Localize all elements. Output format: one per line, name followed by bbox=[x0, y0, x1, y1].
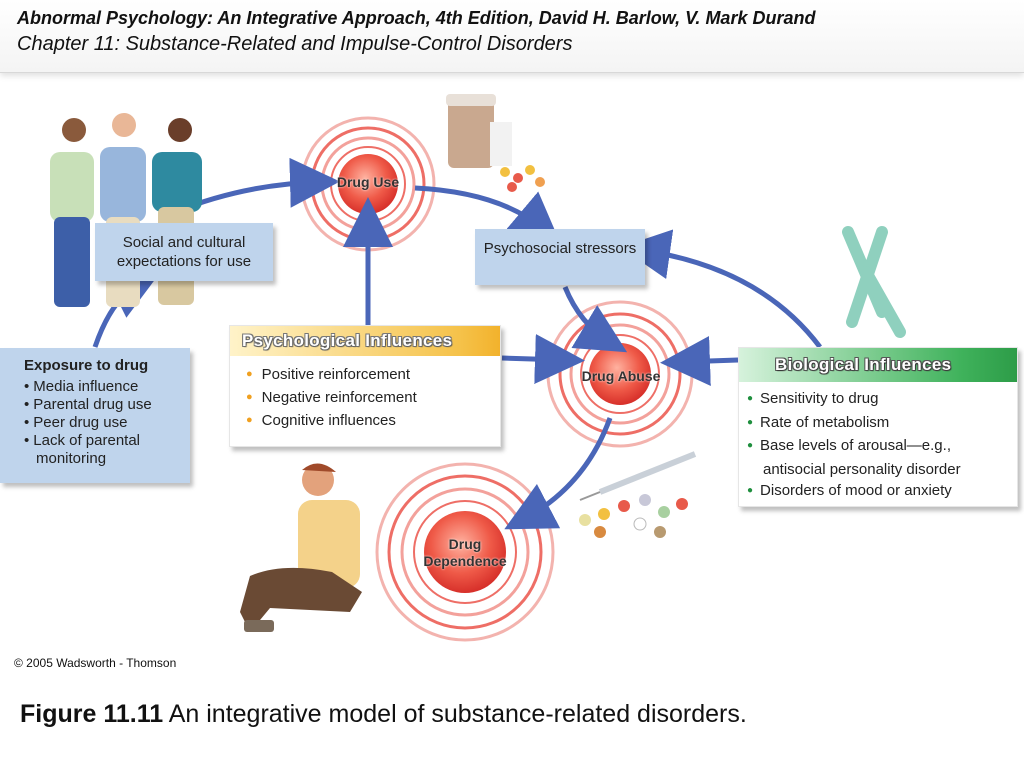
list-item: Cognitive influences bbox=[246, 410, 500, 433]
drug-dependence-target bbox=[375, 462, 555, 642]
arrow-abuse-to-dependence bbox=[504, 417, 613, 530]
book-title: Abnormal Psychology: An Integrative Appr… bbox=[17, 8, 816, 28]
list-item: Peer drug use bbox=[24, 414, 190, 432]
integrative-model-figure: Drug Use Drug Abuse Drug Dependence Soci… bbox=[0, 92, 1024, 678]
figure-number: Figure 11.11 bbox=[20, 700, 164, 728]
exposure-title: Exposure to drug bbox=[24, 357, 149, 374]
list-item: Rate of metabolism bbox=[747, 412, 1017, 436]
list-item: Negative reinforcement bbox=[246, 387, 500, 410]
exposure-list: Media influence Parental drug use Peer d… bbox=[24, 378, 190, 468]
psychosocial-stressors-box: Psychosocial stressors bbox=[475, 229, 645, 285]
biological-title: Biological Influences bbox=[739, 348, 1017, 382]
diagram-graphics bbox=[50, 94, 906, 642]
pill-bottle-illustration bbox=[446, 94, 545, 192]
slide-header: Abnormal Psychology: An Integrative Appr… bbox=[0, 0, 1024, 73]
syringe-pills-illustration bbox=[579, 451, 697, 538]
psychological-list: Positive reinforcement Negative reinforc… bbox=[230, 356, 500, 433]
list-item: Sensitivity to drug bbox=[747, 388, 1017, 412]
list-item: Positive reinforcement bbox=[246, 364, 500, 387]
exposure-box: Exposure to drug Media influence Parenta… bbox=[0, 348, 190, 483]
biological-list: Sensitivity to drug Rate of metabolism B… bbox=[739, 382, 1017, 504]
list-item: Lack of parental monitoring bbox=[24, 432, 190, 468]
chapter-title: Chapter 11: Substance-Related and Impuls… bbox=[17, 33, 573, 55]
social-expectations-box: Social and cultural expectations for use bbox=[95, 223, 273, 281]
node-drug-dependence: Drug Dependence bbox=[423, 536, 507, 569]
list-item: Disorders of mood or anxiety bbox=[747, 480, 1017, 504]
arrow-bio-to-abuse bbox=[660, 335, 739, 386]
figure-caption-text: An integrative model of substance-relate… bbox=[168, 700, 747, 728]
list-item: Parental drug use bbox=[24, 396, 190, 414]
list-item: Base levels of arousal—e.g., antisocial … bbox=[747, 435, 1017, 480]
chromosome-illustration bbox=[842, 226, 906, 338]
arrow-stressors-to-abuse bbox=[562, 286, 628, 353]
arrow-psych-to-abuse bbox=[501, 334, 585, 385]
biological-influences-box: Biological Influences Sensitivity to dru… bbox=[738, 347, 1018, 507]
sitting-person-illustration bbox=[240, 463, 362, 632]
copyright-text: © 2005 Wadsworth - Thomson bbox=[14, 656, 177, 670]
psychological-influences-box: Psychological Influences Positive reinfo… bbox=[229, 325, 501, 447]
list-item: Media influence bbox=[24, 378, 190, 396]
node-drug-use: Drug Use bbox=[336, 174, 400, 190]
arrow-bio-to-stressors bbox=[620, 229, 822, 349]
psychological-title: Psychological Influences bbox=[230, 326, 500, 356]
node-drug-abuse: Drug Abuse bbox=[581, 368, 661, 384]
arrow-use-to-stressors bbox=[414, 185, 561, 243]
figure-caption: Figure 11.11 An integrative model of sub… bbox=[20, 700, 747, 729]
people-illustration bbox=[50, 113, 202, 307]
